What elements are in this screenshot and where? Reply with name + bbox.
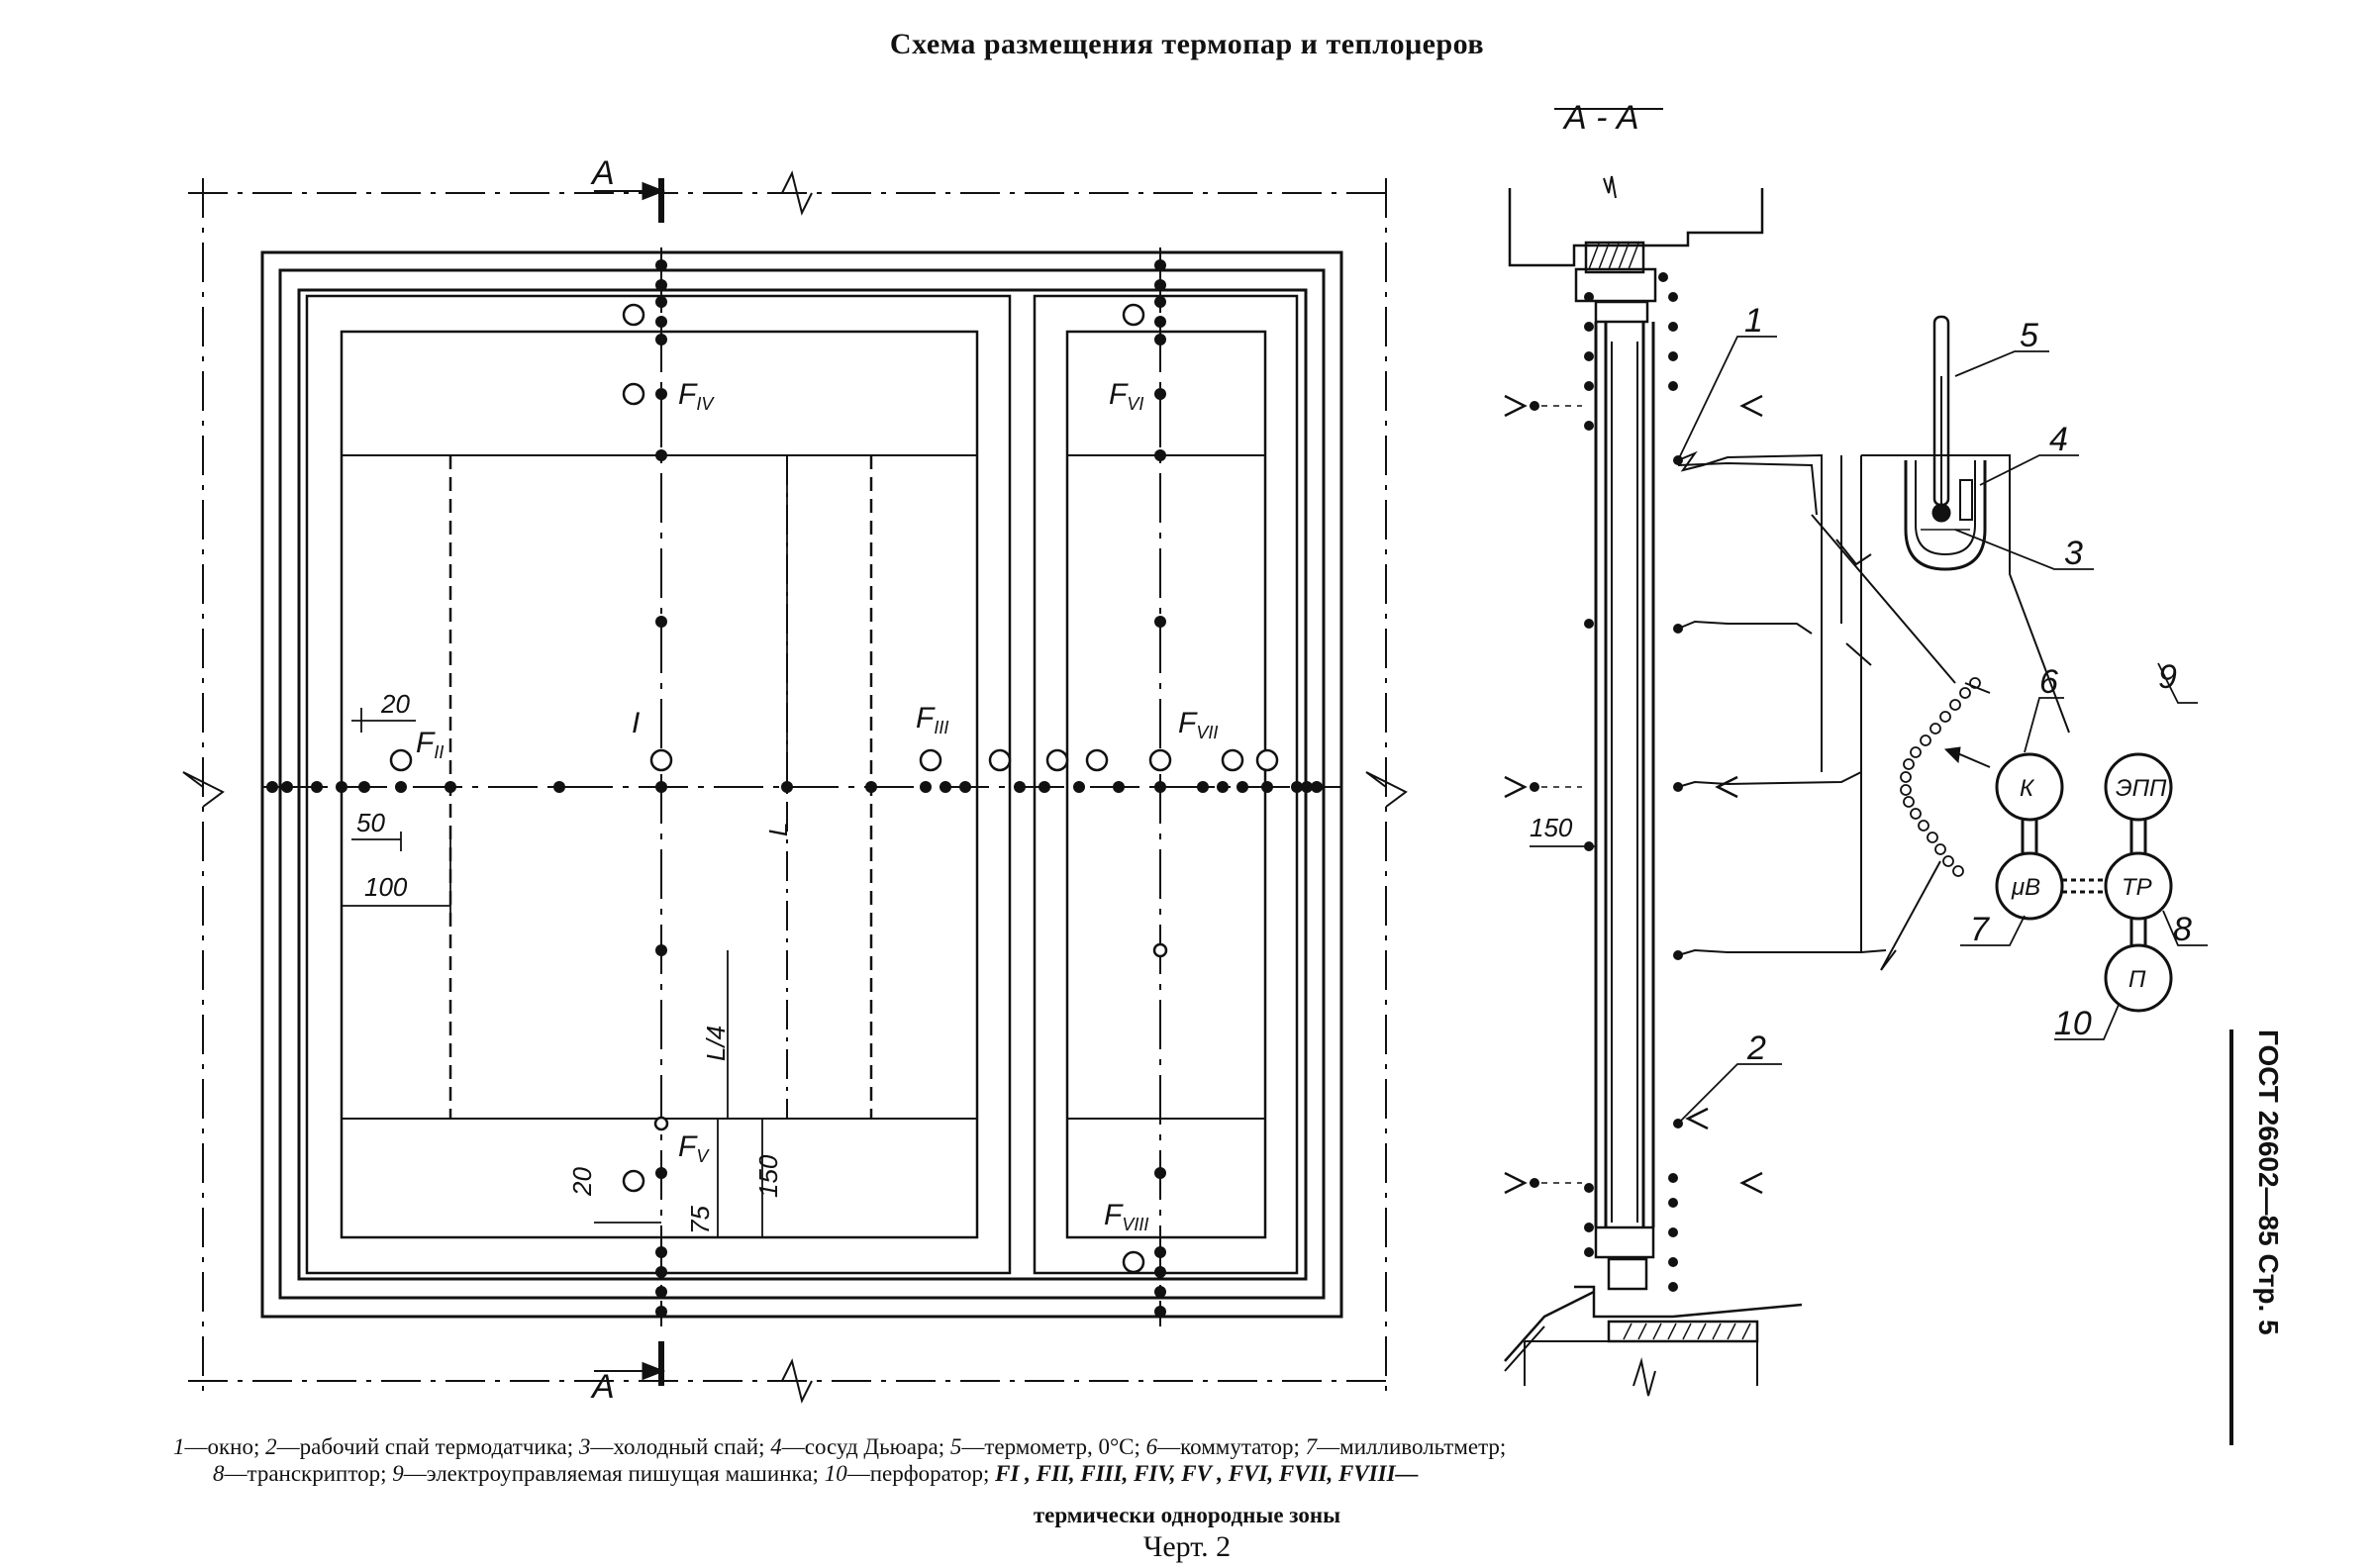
callout-7: 7 — [1970, 911, 1990, 948]
callout-3: 3 — [2064, 535, 2083, 572]
device-commutator: К — [2020, 775, 2035, 802]
zone-label-i: I — [632, 707, 640, 739]
drawing-title: Схема размещения термопар и теплομеров — [889, 28, 1485, 60]
zones-caption: термически однородные зоны — [1033, 1503, 1341, 1527]
dim-50: 50 — [356, 808, 385, 837]
callout-6: 6 — [2039, 663, 2058, 701]
zone-label-vi: FVI — [1109, 378, 1143, 414]
legend-line-2: 8—транскриптор; 9—электроуправляемая пиш… — [213, 1461, 1419, 1486]
zone-label-iii: FIII — [916, 702, 948, 737]
callout-2: 2 — [1746, 1029, 1766, 1067]
zone-label-vii: FVII — [1178, 707, 1218, 742]
dim-75: 75 — [685, 1206, 715, 1234]
section-view — [1504, 108, 2208, 1397]
zone-label-v: FV — [678, 1130, 710, 1166]
technical-drawing: А - А А А 20 50 100 L L/4 20 75 150 150 … — [182, 99, 2208, 1406]
zone-label-viii: FVIII — [1104, 1199, 1148, 1234]
dim-20-bottom: 20 — [567, 1167, 597, 1197]
cut-label-top: А — [590, 154, 615, 192]
figure-caption: Черт. 2 — [1142, 1530, 1232, 1563]
callout-1: 1 — [1744, 302, 1763, 340]
dim-20-top: 20 — [380, 689, 410, 719]
zone-label-iv: FIV — [678, 378, 715, 414]
gost-text: ГОСТ 26602—85 Стр. 5 — [2253, 1029, 2284, 1335]
dim-L: L — [763, 823, 793, 836]
legend: 1—окно; 2—рабочий спай термодатчика; 3—х… — [173, 1433, 2203, 1487]
dim-150-section: 150 — [1530, 813, 1573, 842]
legend-line-1: 1—окно; 2—рабочий спай термодатчика; 3—х… — [173, 1434, 1507, 1459]
legend-zones-list: FI , FII, FIII, FIV, FV , FVI, FVII, FVI… — [995, 1461, 1419, 1486]
dim-150-front: 150 — [753, 1154, 783, 1198]
callout-4: 4 — [2049, 421, 2068, 458]
device-transcriptor: ТР — [2122, 874, 2152, 901]
callout-8: 8 — [2173, 911, 2192, 948]
callout-10: 10 — [2054, 1005, 2092, 1042]
zone-label-ii: FII — [416, 727, 444, 762]
callout-5: 5 — [2020, 317, 2038, 354]
device-typewriter: ЭПП — [2116, 775, 2167, 802]
device-perforator: П — [2128, 966, 2146, 993]
gost-reference: ГОСТ 26602—85 Стр. 5 — [2226, 1029, 2284, 1445]
dim-L-quarter: L/4 — [701, 1026, 731, 1061]
dim-100: 100 — [364, 872, 408, 902]
callout-9: 9 — [2158, 658, 2177, 696]
cut-label-bottom: А — [590, 1368, 615, 1406]
device-millivoltmeter: μВ — [2011, 874, 2040, 901]
section-label: А - А — [1562, 99, 1639, 137]
